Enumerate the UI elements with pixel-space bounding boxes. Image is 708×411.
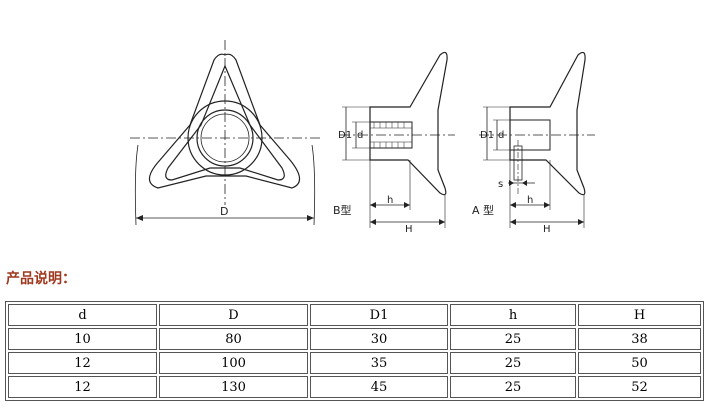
cell-D1: 35 [310, 352, 448, 374]
spec-table: d D D1 h H 10 80 30 25 38 12 100 35 25 5… [5, 301, 704, 401]
b-type-d-label: d [357, 130, 363, 141]
cell-H: 52 [578, 376, 701, 398]
b-type-h-label: h [387, 195, 393, 206]
b-type-label: B型 [333, 203, 352, 217]
header-D: D [159, 304, 308, 326]
cell-d: 12 [8, 352, 157, 374]
cell-D: 80 [159, 328, 308, 350]
table-row: 12 130 45 25 52 [8, 376, 701, 398]
cell-H: 50 [578, 352, 701, 374]
table-row: 10 80 30 25 38 [8, 328, 701, 350]
b-type-d1-label: D1 [338, 130, 352, 141]
front-dim-d-label: D [220, 205, 228, 218]
knob-technical-drawing: D B型 D1 d h H A 型 D1 d s h H [130, 40, 595, 235]
cell-d: 12 [8, 376, 157, 398]
cell-h: 25 [450, 352, 576, 374]
a-type-H-label: H [543, 224, 551, 235]
header-H: H [578, 304, 701, 326]
cell-d: 10 [8, 328, 157, 350]
table-row: 12 100 35 25 50 [8, 352, 701, 374]
a-type-d-label: d [498, 130, 504, 141]
cell-D: 130 [159, 376, 308, 398]
cell-D1: 30 [310, 328, 448, 350]
header-d: d [8, 304, 157, 326]
a-type-label: A 型 [472, 203, 494, 217]
table-header-row: d D D1 h H [8, 304, 701, 326]
product-description-title: 产品说明： [6, 271, 76, 287]
a-type-side-view [479, 51, 595, 228]
a-type-s-label: s [498, 179, 503, 190]
header-D1: D1 [310, 304, 448, 326]
cell-D: 100 [159, 352, 308, 374]
header-h: h [450, 304, 576, 326]
b-type-H-label: H [405, 224, 413, 235]
cell-D1: 45 [310, 376, 448, 398]
front-view [130, 40, 320, 226]
a-type-h-label: h [527, 195, 533, 206]
cell-h: 25 [450, 376, 576, 398]
b-type-side-view [340, 51, 455, 228]
cell-H: 38 [578, 328, 701, 350]
cell-h: 25 [450, 328, 576, 350]
a-type-d1-label: D1 [480, 130, 494, 141]
